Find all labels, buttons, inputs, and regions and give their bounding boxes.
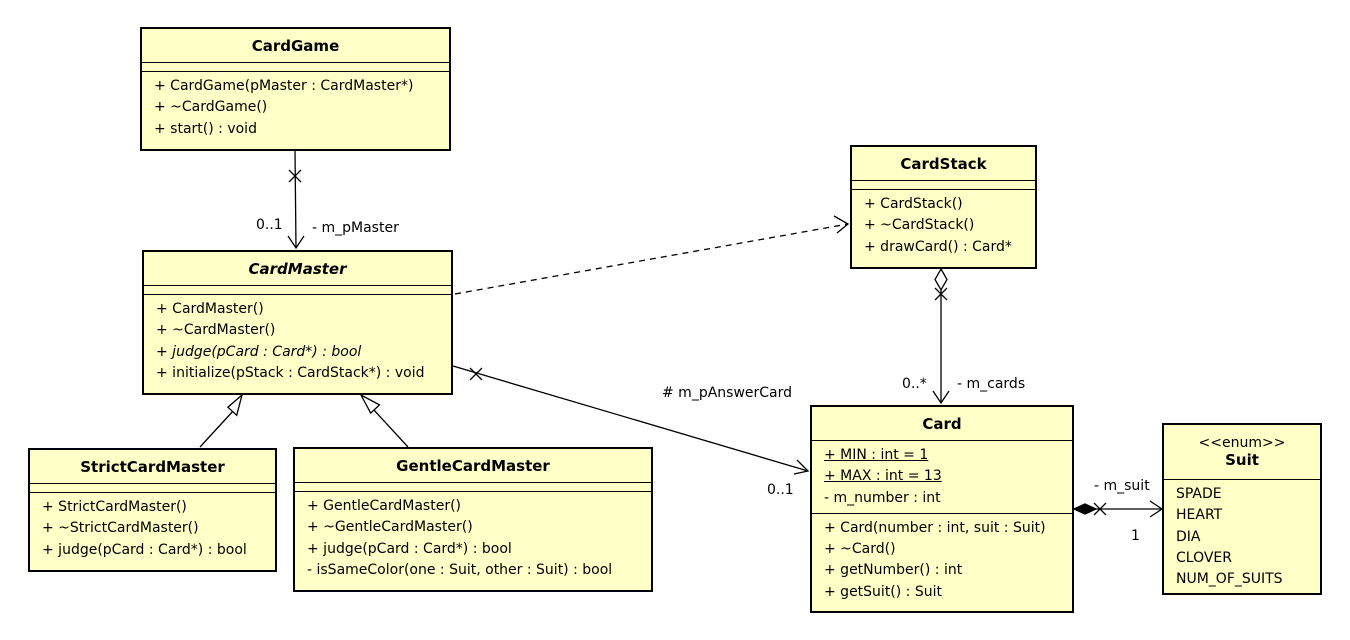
generalization-strict [199,393,244,448]
operation-item: + judge(pCard : Card*) : bool [307,540,512,557]
attribute-section [142,62,449,71]
attribute-section [852,180,1035,189]
enum-literal: CLOVER [1176,549,1232,566]
non-navigable-x-icon [1093,502,1107,516]
multiplicity-label: 1 [1131,528,1140,544]
arrowhead-open-icon [793,459,810,475]
role-label: # m_pAnswerCard [662,385,793,401]
composition-diamond-icon [1072,503,1098,515]
literal-section: SPADE HEART DIA CLOVER NUM_OF_SUITS [1164,479,1320,594]
role-label: - m_cards [957,376,1026,392]
class-name-card: Card [922,414,962,433]
operation-item: + ~CardStack() [864,217,975,234]
operation-item: + ~CardGame() [154,99,268,116]
class-strictcardmaster[interactable]: StrictCardMaster + StrictCardMaster() + … [28,448,277,572]
class-cardmaster[interactable]: CardMaster + CardMaster() + ~CardMaster(… [142,250,453,395]
enum-literal: DIA [1176,528,1201,545]
enum-literal: NUM_OF_SUITS [1176,571,1283,588]
aggregation-stack-cards [932,267,950,405]
inheritance-triangle-icon [226,393,244,417]
non-navigable-x-icon [934,287,948,301]
operation-item: + ~StrictCardMaster() [42,520,199,537]
multiplicity-label: 0..1 [256,217,283,233]
non-navigable-x-icon [288,169,302,183]
attribute-item-static: + MIN : int = 1 [824,447,929,463]
operation-item: + getSuit() : Suit [824,583,942,600]
operation-item: + getNumber() : int [824,562,963,579]
class-card[interactable]: Card + MIN : int = 1 + MAX : int = 13 - … [810,405,1074,613]
arrowhead-open-icon [932,390,950,405]
stereotype-label: <<enum>> [1198,435,1286,451]
enum-suit[interactable]: <<enum>> Suit SPADE HEART DIA CLOVER NUM… [1162,423,1322,595]
class-cardstack[interactable]: CardStack + CardStack() + ~CardStack() +… [850,145,1037,269]
attribute-section [30,483,275,492]
class-name-cardstack: CardStack [900,154,987,173]
operation-section: + CardMaster() + ~CardMaster() + judge(p… [144,294,451,388]
multiplicity-label: 0..* [902,376,927,392]
operation-section: + StrictCardMaster() + ~StrictCardMaster… [30,492,275,565]
attribute-section [295,482,651,491]
operation-section: + CardStack() + ~CardStack() + drawCard(… [852,189,1035,262]
attribute-section [144,285,451,294]
operation-item: + drawCard() : Card* [864,238,1012,255]
operation-item: + start() : void [154,120,257,137]
aggregation-diamond-icon [934,267,948,292]
operation-item: + CardMaster() [156,301,264,317]
class-name-cardgame: CardGame [251,36,340,55]
dependency-master-stack [454,215,850,295]
enum-literal: HEART [1176,507,1223,524]
operation-item: + ~CardMaster() [156,322,276,339]
operation-item-abstract: + judge(pCard : Card*) : bool [156,343,362,360]
role-label: - m_pMaster [312,220,399,236]
inheritance-triangle-icon [359,393,381,415]
class-name-gentlecardmaster: GentleCardMaster [396,456,550,475]
enum-header: <<enum>> Suit [1164,425,1320,479]
operation-section: + GentleCardMaster() + ~GentleCardMaster… [295,491,651,585]
class-gentlecardmaster[interactable]: GentleCardMaster + GentleCardMaster() + … [293,447,653,592]
operation-section: + Card(number : int, suit : Suit) + ~Car… [812,512,1072,607]
arrowhead-open-icon [833,215,850,234]
generalization-gentle [359,393,409,448]
class-cardgame[interactable]: CardGame + CardGame(pMaster : CardMaster… [140,27,451,151]
class-name-strictcardmaster: StrictCardMaster [80,457,225,476]
operation-item: + GentleCardMaster() [307,498,461,514]
arrowhead-open-icon [287,235,305,250]
multiplicity-label: 0..1 [767,482,794,498]
role-label: - m_suit [1094,478,1150,494]
class-name-cardmaster: CardMaster [248,259,347,278]
operation-item: + ~Card() [824,541,896,558]
operation-item: - isSameColor(one : Suit, other : Suit) … [307,561,613,578]
operation-item: + CardGame(pMaster : CardMaster*) [154,78,414,94]
operation-section: + CardGame(pMaster : CardMaster*) + ~Car… [142,71,449,144]
attribute-item: - m_number : int [824,489,941,506]
non-navigable-x-icon [469,367,483,381]
class-name-suit: Suit [1225,451,1259,469]
operation-item: + ~GentleCardMaster() [307,519,473,536]
association-master-card [452,365,810,475]
attribute-section: + MIN : int = 1 + MAX : int = 13 - m_num… [812,440,1072,513]
operation-item: + judge(pCard : Card*) : bool [42,541,247,558]
operation-item: + Card(number : int, suit : Suit) [824,519,1046,536]
operation-item: + initialize(pStack : CardStack*) : void [156,364,425,381]
association-game-master [287,149,305,250]
operation-item: + CardStack() [864,196,963,212]
enum-literal: SPADE [1176,486,1222,502]
composition-card-suit [1072,500,1164,518]
attribute-item-static: + MAX : int = 13 [824,468,942,485]
operation-item: + StrictCardMaster() [42,499,187,515]
